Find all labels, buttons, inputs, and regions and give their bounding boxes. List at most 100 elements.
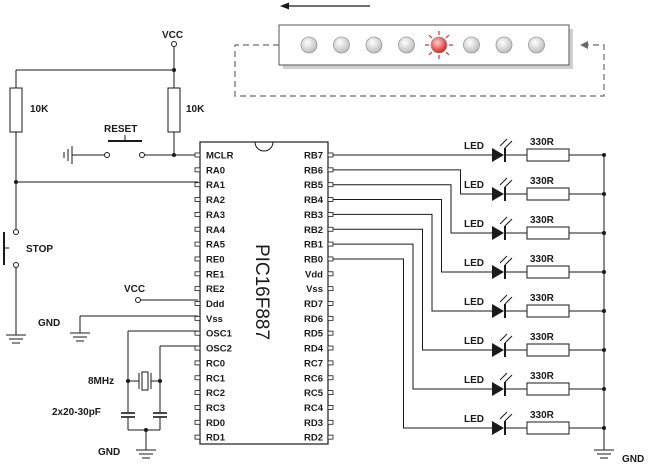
pin-pad [327,241,334,247]
pin-pad [194,256,201,262]
pin-label: RA2 [206,195,225,206]
resistor-label: 330R [530,215,555,226]
resistor-330r [526,226,570,240]
pin-pad [194,226,201,232]
led-label: LED [464,219,484,230]
pin-label: RC2 [206,388,225,399]
led-icon [492,265,504,279]
resistor-330r [526,343,570,357]
pin-label: RC4 [304,403,324,414]
pin-label: RB4 [304,195,324,206]
led-row: LED 330R [333,228,606,357]
pin-label: RB7 [304,151,323,162]
pin-label: RD1 [206,433,226,444]
stop-button-icon [3,229,19,268]
pin-pad [194,434,201,440]
resistor-10k-right [167,87,181,133]
pin-label: RE2 [206,284,224,295]
pin-pad [194,211,201,217]
pin-label: RD4 [304,344,324,355]
led-icon [492,304,504,318]
gnd-left-label: GND [38,318,60,329]
led-bar-frame [278,24,570,66]
led-row: LED 330R [333,243,606,396]
crystal-icon [138,371,152,391]
pin-pad [194,167,201,173]
capacitor-icon [121,412,167,418]
resistor-label: 330R [530,137,555,148]
ground-icon [136,449,156,459]
chip-body [199,141,329,445]
led-row: LED 330R [333,137,606,162]
resistor-330r [526,382,570,396]
pin-label: RD2 [304,433,323,444]
pin-pad [327,256,334,262]
led-bar-led [333,36,350,54]
led-wire [333,213,492,312]
resistor-10k-left [9,87,23,133]
pin-label: Vdd [305,269,323,280]
pin-label: RB6 [304,165,323,176]
resistor-label: 330R [530,254,555,265]
resistor-330r [526,304,570,318]
pin-pad [327,390,334,396]
pic-chip: PIC16F887 MCLRRA0RA1RA2RA3RA4RA5RE0RE1RE… [194,141,334,445]
pin-label: OSC2 [206,344,232,355]
pin-pad [327,182,334,188]
led-bar-led [365,36,383,54]
led-bar-led [398,36,415,54]
led-bar-led [528,36,545,54]
glow-ray [445,51,450,56]
led-label: LED [464,336,484,347]
led-bar-display [234,2,605,97]
pin-pad [327,301,334,306]
led-wire [333,199,492,273]
pin-label: Vss [306,284,323,295]
pin-label: RD6 [304,314,323,325]
led-wire [333,243,492,390]
vcc-ddd-terminal [135,297,141,303]
right-gnd: GND [594,155,644,464]
glow-ray [428,51,433,56]
pin-pad [327,315,334,321]
led-icon [492,382,504,396]
led-label: LED [464,297,484,308]
pin-pad [327,375,334,381]
reset-button-icon [104,135,145,158]
pin-label: Vss [206,314,223,325]
pin-pad [327,211,334,217]
pin-pad [194,360,201,366]
loop-arrow-icon [580,41,588,49]
vcc-top-label: VCC [162,30,183,41]
left-pins: MCLRRA0RA1RA2RA3RA4RA5RE0RE1RE2DddVssOSC… [194,151,234,444]
vcc-top-terminal [171,41,177,47]
led-label: LED [464,414,484,425]
resistor-label: 330R [530,176,555,187]
pin-pad [194,301,201,306]
led-label: LED [464,258,484,269]
pin-pad [194,375,201,381]
led-label: LED [464,141,484,152]
resistor-label: 330R [530,293,555,304]
pin-label: RD3 [304,418,323,429]
ground-icon [63,146,73,164]
led-icon [492,187,504,201]
pin-label: RD0 [206,418,225,429]
pin-pad [327,152,334,158]
caps-label: 2x20-30pF [52,407,101,418]
pin-pad [194,345,201,351]
reset-label: RESET [104,124,137,135]
led-bar-led [300,36,318,54]
led-icon [492,421,504,435]
led-wire [333,169,492,195]
crystal-label: 8MHz [88,376,114,387]
led-row: LED 330R [333,184,606,240]
resistor-label: 330R [530,332,555,343]
pin-pad [327,197,334,202]
led-outputs: LED 330R LED 330R LED 330R LED 330R LED 330R LED 33… [333,137,606,435]
pin-label: OSC1 [206,329,233,340]
pin-label: RB5 [304,180,324,191]
resistor-label: 330R [530,371,555,382]
